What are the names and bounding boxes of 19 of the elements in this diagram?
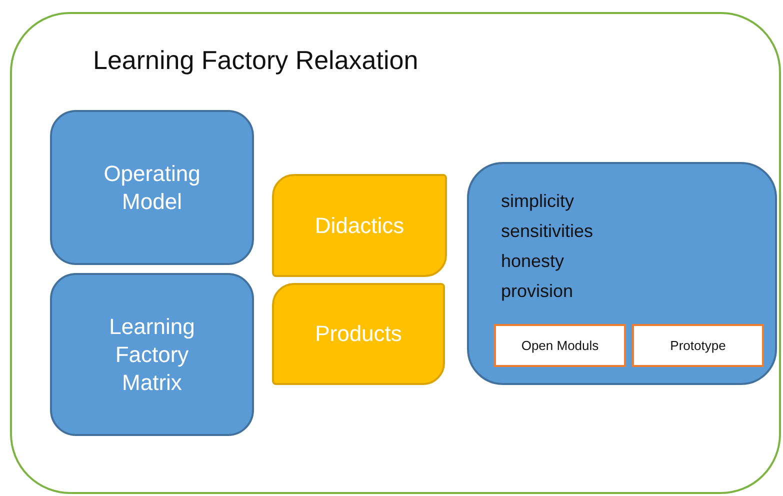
list-item: provision	[501, 281, 574, 302]
rounded-box	[50, 273, 254, 436]
list-item: honesty	[501, 251, 564, 272]
box-label: Operating Model	[102, 160, 202, 216]
box-label: Prototype	[670, 338, 726, 353]
list-item: simplicity	[501, 191, 574, 212]
rounded-panel	[467, 162, 777, 385]
box-label: Products	[315, 320, 402, 348]
tab-box	[272, 283, 445, 385]
box-label: Didactics	[314, 212, 404, 240]
list-item: sensitivities	[501, 221, 594, 242]
box-label: Learning Factory Matrix	[108, 312, 196, 396]
tab-box	[272, 174, 447, 277]
rounded-box	[50, 110, 254, 265]
small-box	[632, 324, 764, 367]
small-box	[494, 324, 626, 367]
outer-panel	[10, 12, 781, 494]
box-label: Open Moduls	[521, 338, 599, 353]
panel-heading: Learning Factory Relaxation	[93, 45, 418, 76]
